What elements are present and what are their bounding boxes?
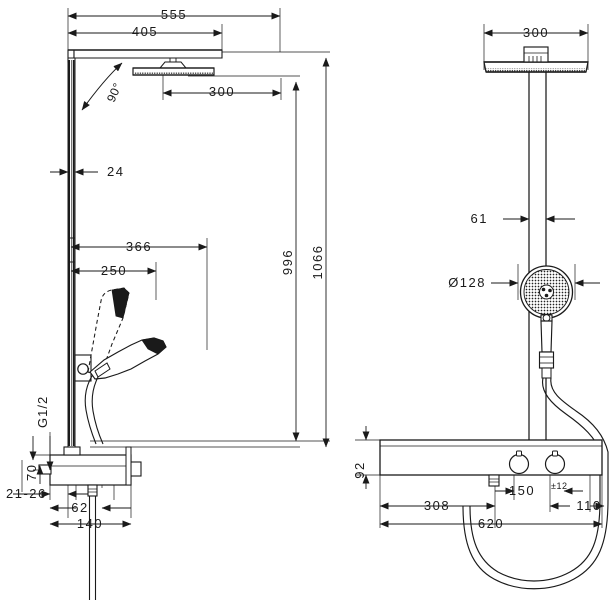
- overhead-shower-head-front: [483, 46, 589, 73]
- shower-hose-front: [462, 377, 609, 590]
- dim-label-300-front: 300: [523, 25, 549, 40]
- dim-label-128: Ø128: [448, 275, 486, 290]
- dim-label-405: 405: [132, 24, 158, 39]
- hand-shower-holder: [74, 354, 92, 382]
- head-ball-joint: [158, 61, 188, 69]
- dim-label-70: 70: [24, 464, 39, 481]
- hand-shower-alt-head-shade: [111, 287, 130, 319]
- side-view-dimension-labels: 555 405 300 90° 24 366 250 996 1066 G1/2…: [6, 7, 325, 531]
- dim-label-140: 140: [77, 516, 103, 531]
- front-view-dimensions: [362, 29, 605, 528]
- dim-label-21-26: 21-26: [6, 486, 47, 501]
- front-elevation-view: [355, 24, 609, 590]
- control-button-right[interactable]: [544, 450, 566, 475]
- hand-shower-front: [519, 265, 574, 379]
- dim-label-555: 555: [161, 7, 187, 22]
- dim-label-250: 250: [101, 263, 127, 278]
- dim-label-92: 92: [352, 461, 367, 478]
- overhead-shower-head: [132, 67, 215, 76]
- hand-shower: [84, 337, 167, 445]
- dim-90deg-arc: [81, 62, 123, 111]
- front-view-dimension-labels: 300 61 Ø128 92 150 ±12 110 308 620: [352, 25, 601, 531]
- dim-label-300-side: 300: [209, 84, 235, 99]
- riser-pipe-front: [528, 72, 547, 450]
- dim-label-366: 366: [126, 239, 152, 254]
- dim-label-150-tolerance: ±12: [551, 481, 567, 491]
- dim-label-620: 620: [478, 516, 504, 531]
- shelf-bar: [379, 439, 603, 487]
- dim-label-150: 150: [509, 483, 535, 498]
- dim-label-61: 61: [471, 211, 488, 226]
- control-button-left[interactable]: [508, 450, 530, 475]
- riser-bar-notches: [68, 237, 75, 263]
- dim-label-996: 996: [280, 249, 295, 275]
- side-view-dimensions: [13, 12, 330, 528]
- thermostat-body: [38, 446, 142, 497]
- dim-label-g12: G1/2: [35, 396, 50, 428]
- shower-arm: [68, 49, 223, 59]
- riser-pipe: [67, 57, 76, 449]
- dim-label-308: 308: [424, 498, 450, 513]
- shower-hose: [88, 496, 97, 600]
- side-elevation-view: [21, 8, 330, 600]
- dim-label-1066: 1066: [310, 245, 325, 280]
- dim-label-110: 110: [576, 498, 601, 513]
- dim-label-62: 62: [71, 500, 88, 515]
- dim-label-24: 24: [107, 164, 124, 179]
